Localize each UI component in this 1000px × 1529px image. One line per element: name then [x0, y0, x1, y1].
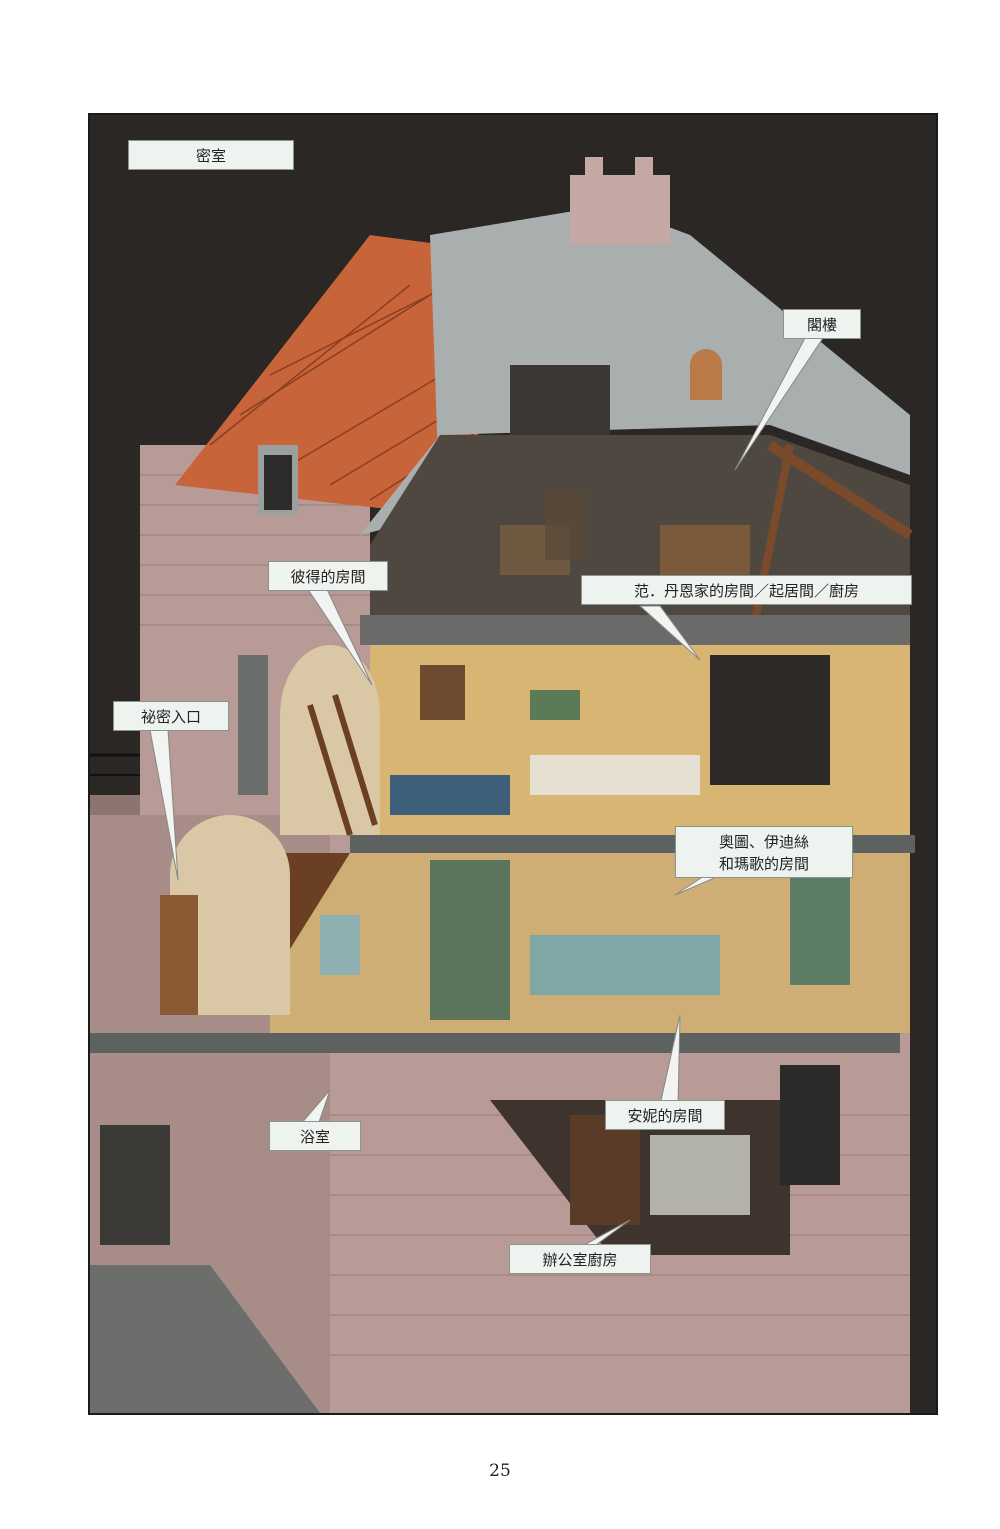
otto-edith-margot-room-line2: 和瑪歌的房間 [718, 855, 809, 873]
secret-entrance-room [170, 815, 290, 1015]
van-daan-room-label: 范．丹恩家的房間／起居間／廚房 [581, 575, 912, 605]
peter-room-label: 彼得的房間 [268, 561, 388, 591]
chimney [570, 175, 670, 245]
otto-edith-margot-room-line1: 奧圖、伊迪絲 [718, 833, 809, 851]
secret-entrance-label: 祕密入口 [113, 701, 229, 731]
title-label: 密室 [128, 140, 294, 170]
attic-room [370, 435, 910, 645]
bathroom-label: 浴室 [269, 1121, 361, 1151]
left-window [100, 1125, 170, 1245]
office-kitchen-label: 辦公室廚房 [509, 1244, 651, 1274]
anne-room-label: 安妮的房間 [605, 1100, 725, 1130]
page-number: 25 [489, 1461, 511, 1481]
roof-gray-section [360, 205, 910, 535]
left-lower-roof [90, 1265, 320, 1413]
otto-edith-margot-room-label: 奧圖、伊迪絲 和瑪歌的房間 [675, 826, 853, 878]
attic-label: 閣樓 [783, 309, 861, 339]
house-cutaway-illustration [90, 157, 915, 1413]
